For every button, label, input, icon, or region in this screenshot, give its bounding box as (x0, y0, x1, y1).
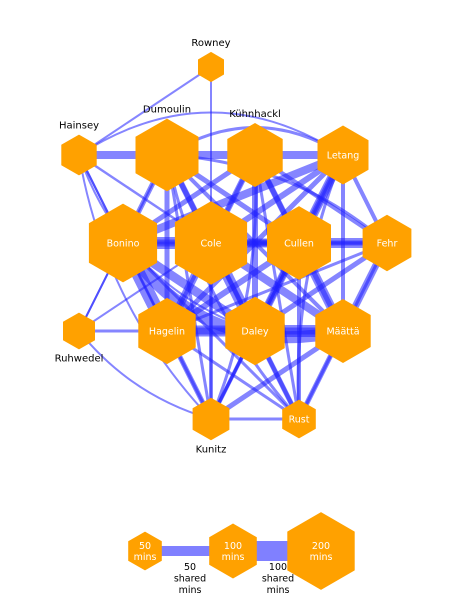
node-daley (225, 296, 285, 366)
node-label-bonino: Bonino (107, 239, 140, 250)
node-label-fehr: Fehr (377, 239, 398, 250)
node-label-cullen: Cullen (284, 239, 314, 250)
node-label-maatta: Määttä (326, 327, 359, 338)
node-hagelin (138, 297, 196, 365)
edge-rowney-hainsey (78, 66, 212, 156)
legend-node-50 (128, 531, 162, 571)
node-label-cole: Cole (201, 239, 222, 250)
node-dumoulin (135, 118, 199, 192)
node-label-rust: Rust (289, 415, 310, 426)
node-label-daley: Daley (241, 327, 269, 338)
legend-node-200 (287, 512, 355, 590)
edge-letang-bonino (121, 151, 345, 247)
node-rust (282, 399, 316, 439)
node-label-letang: Letang (327, 151, 360, 162)
node-label-hainsey: Hainsey (59, 121, 99, 132)
node-label-rowney: Rowney (191, 38, 230, 49)
node-fehr (362, 214, 412, 272)
node-maatta (315, 299, 371, 363)
node-label-kuhnhackl: Kühnhackl (229, 109, 281, 120)
edge-hainsey-letang (78, 111, 344, 156)
legend-node-100 (209, 523, 257, 579)
edge-hainsey-kunitz (78, 154, 212, 420)
node-ruhwedel (63, 312, 95, 350)
node-label-kunitz: Kunitz (196, 444, 227, 455)
node-label-ruhwedel: Ruhwedel (55, 353, 104, 364)
node-kuhnhackl (227, 123, 283, 187)
edge-fehr-hagelin (166, 241, 388, 333)
node-rowney (198, 51, 224, 83)
node-cullen (267, 206, 331, 280)
node-kunitz (192, 397, 230, 441)
node-letang (317, 125, 369, 185)
node-label-hagelin: Hagelin (149, 327, 185, 338)
node-hainsey (61, 134, 97, 176)
node-cole (174, 201, 248, 285)
node-label-dumoulin: Dumoulin (143, 105, 191, 116)
node-bonino (88, 203, 158, 283)
